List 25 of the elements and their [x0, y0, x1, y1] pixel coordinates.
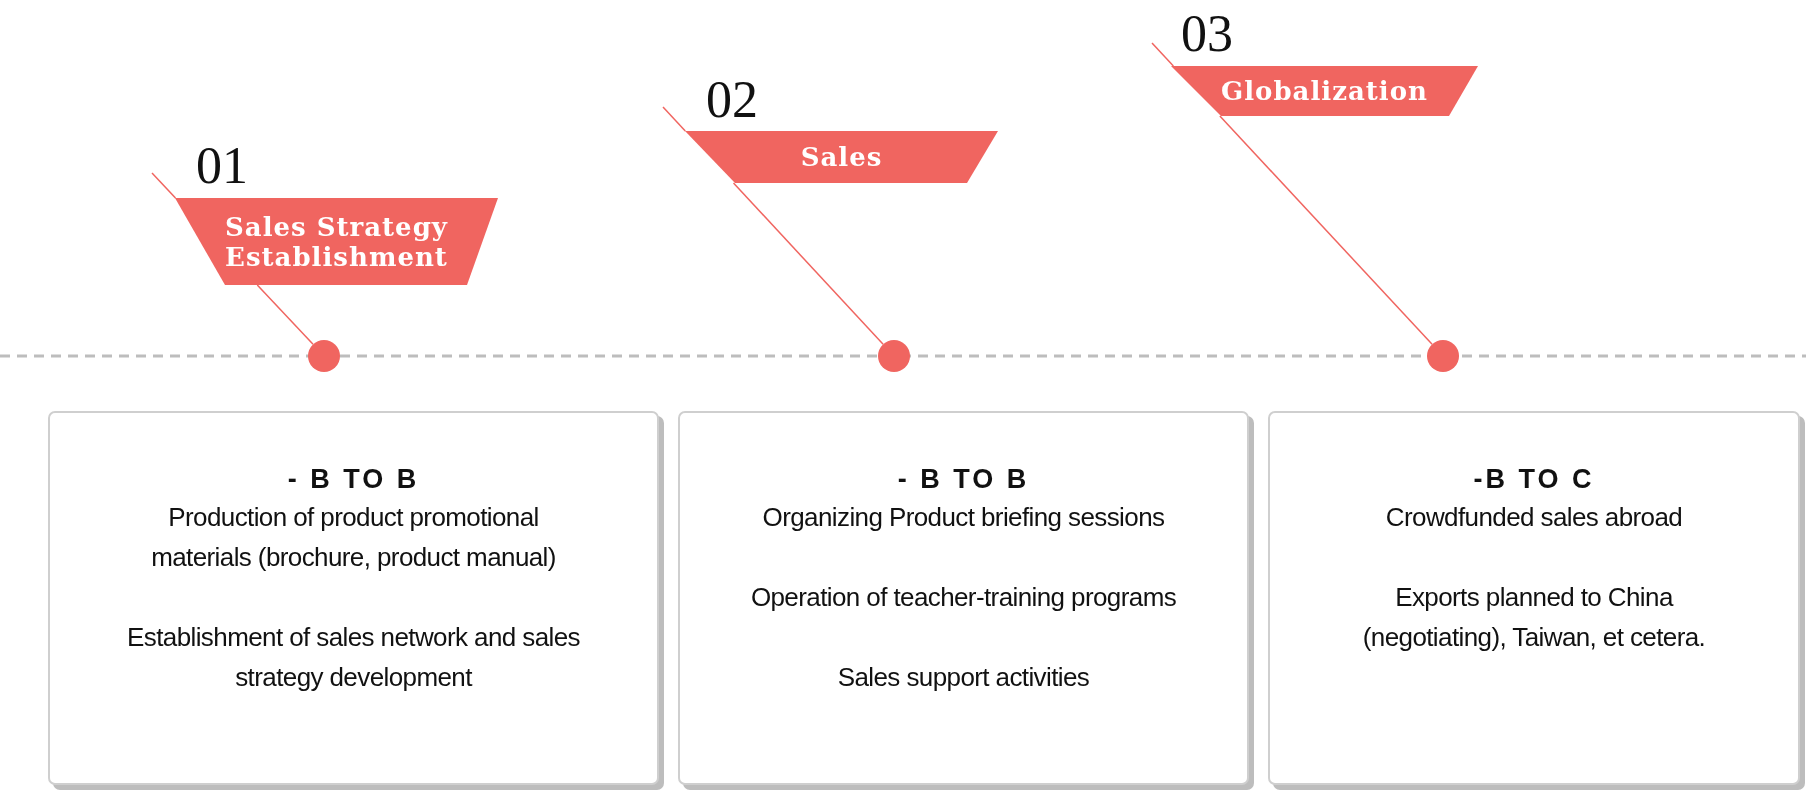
- leader-line: [151, 172, 177, 199]
- leader-line: [1151, 42, 1175, 67]
- description-text: Production of product promotional materials (brochure, product manual): [150, 501, 557, 574]
- description-text: Crowdfunded sales abroad: [1385, 501, 1683, 534]
- description-text: Sales support activities: [837, 661, 1090, 694]
- description-text: Establishment of sales network and sales strategy development: [126, 621, 581, 694]
- step-number: 01: [196, 140, 248, 192]
- section-heading: -B TO C: [1473, 463, 1595, 496]
- banner-title: Sales: [799, 142, 884, 172]
- timeline-dot: [308, 340, 340, 372]
- step-number: 02: [706, 74, 758, 126]
- banner-title: Globalization: [1220, 76, 1429, 106]
- step-number: 03: [1181, 8, 1233, 60]
- leader-line: [662, 106, 686, 132]
- description-text: Exports planned to China (negotiating), Taiwan, et cetera.: [1361, 581, 1707, 654]
- section-heading: - B TO B: [287, 463, 420, 496]
- banner-title: Sales Strategy Establishment: [224, 211, 449, 272]
- description-text: Organizing Product briefing sessions: [762, 501, 1165, 534]
- leader-line: [256, 284, 314, 346]
- description-text: Operation of teacher-training programs: [750, 581, 1177, 614]
- leader-line: [1219, 115, 1433, 346]
- timeline-dot: [878, 340, 910, 372]
- timeline-dot: [1427, 340, 1459, 372]
- leader-line: [732, 182, 884, 345]
- section-heading: - B TO B: [897, 463, 1030, 496]
